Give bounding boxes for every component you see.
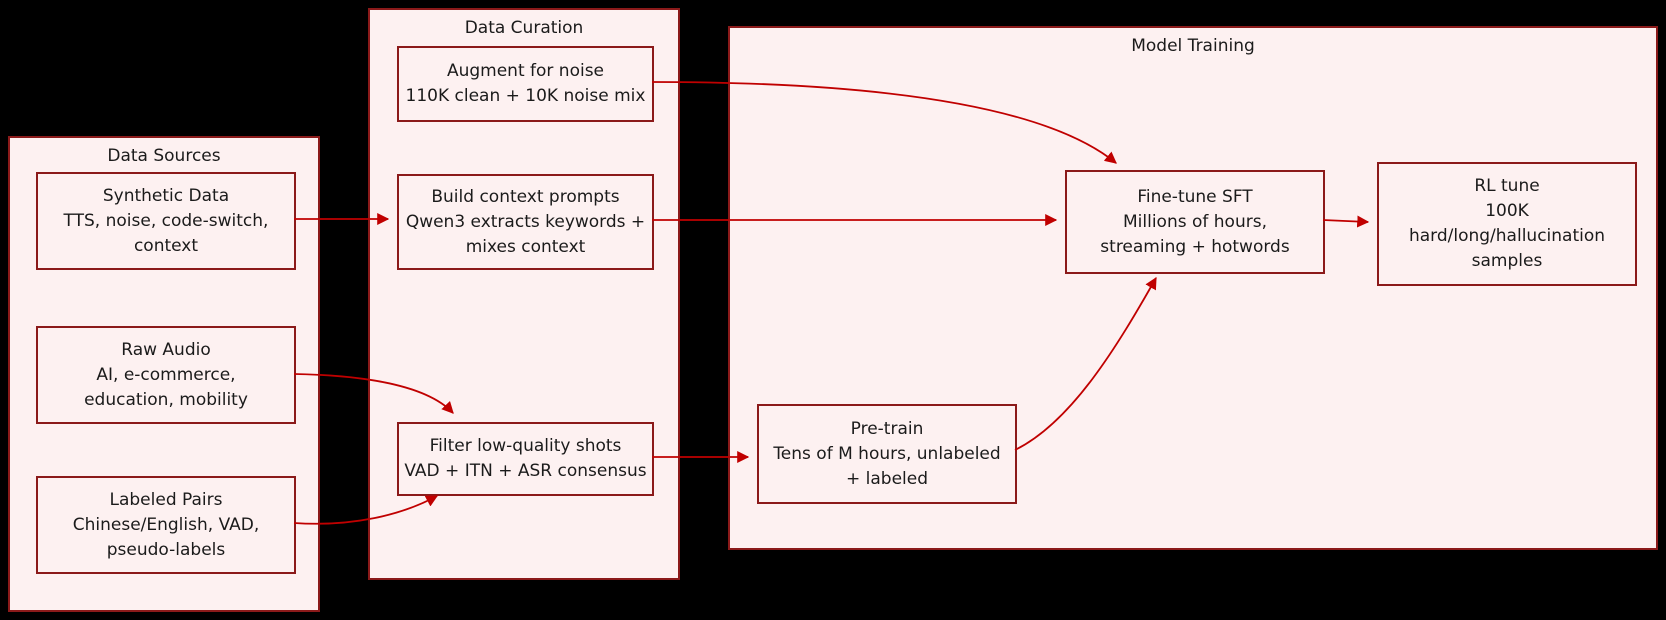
node-text: Filter low-quality shots — [429, 436, 622, 456]
node-text: Augment for noise — [446, 61, 605, 81]
node-text: mixes context — [465, 236, 586, 257]
node-text: Tens of M hours, unlabeled — [773, 443, 1001, 464]
node-rl-tune: RL tune 100K hard/long/hallucination sam… — [1377, 162, 1637, 286]
node-text: 100K — [1485, 201, 1529, 221]
node-labeled-pairs: Labeled Pairs Chinese/English, VAD, pseu… — [36, 476, 296, 574]
node-text: TTS, noise, code-switch, — [63, 210, 269, 231]
node-raw-audio: Raw Audio AI, e-commerce, education, mob… — [36, 326, 296, 424]
node-text: Fine-tune SFT — [1137, 186, 1253, 207]
node-text: + labeled — [845, 468, 928, 489]
node-build-context-prompts: Build context prompts Qwen3 extracts key… — [397, 174, 654, 270]
node-text: Labeled Pairs — [109, 489, 223, 510]
node-text: pseudo-labels — [106, 539, 226, 560]
node-text: Chinese/English, VAD, — [72, 514, 260, 535]
node-text: hard/long/hallucination — [1408, 226, 1606, 246]
node-text: samples — [1471, 251, 1543, 271]
node-text: Pre-train — [850, 418, 924, 439]
node-augment-for-noise: Augment for noise 110K clean + 10K noise… — [397, 46, 654, 122]
node-fine-tune-sft: Fine-tune SFT Millions of hours, streami… — [1065, 170, 1325, 274]
group-title-data-sources: Data Sources — [107, 146, 221, 166]
node-synthetic-data: Synthetic Data TTS, noise, code-switch, … — [36, 172, 296, 270]
node-text: RL tune — [1474, 176, 1540, 196]
node-text: context — [133, 235, 199, 256]
node-pre-train: Pre-train Tens of M hours, unlabeled + l… — [757, 404, 1017, 504]
group-title-data-curation: Data Curation — [464, 18, 584, 38]
node-text: Raw Audio — [121, 339, 211, 360]
node-text: Millions of hours, — [1123, 211, 1267, 232]
group-data-sources: Data Sources Synthetic Data TTS, noise, … — [8, 136, 320, 612]
group-data-curation: Data Curation Augment for noise 110K cle… — [368, 8, 680, 580]
node-text: 110K clean + 10K noise mix — [405, 86, 646, 106]
node-text: AI, e-commerce, — [96, 364, 236, 385]
node-text: education, mobility — [84, 389, 248, 410]
node-text: VAD + ITN + ASR consensus — [404, 461, 647, 481]
node-text: Build context prompts — [431, 186, 620, 207]
node-text: streaming + hotwords — [1100, 236, 1290, 257]
group-title-model-training: Model Training — [1131, 36, 1255, 56]
node-text: Qwen3 extracts keywords + — [405, 211, 646, 232]
node-filter-low-quality-shots: Filter low-quality shots VAD + ITN + ASR… — [397, 422, 654, 496]
node-text: Synthetic Data — [102, 185, 230, 206]
group-model-training: Model Training Pre-train Tens of M hours… — [728, 26, 1658, 550]
